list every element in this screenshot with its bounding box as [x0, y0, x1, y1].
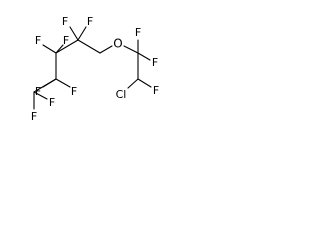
bond-c1-c2	[55, 39, 79, 54]
bond-c3-f-right	[55, 78, 71, 88]
atom-label-f: F	[49, 96, 55, 109]
bond-c1-ch2	[77, 39, 101, 54]
atom-label-chlorine: Cl	[116, 88, 127, 101]
atom-label-f: F	[135, 26, 141, 39]
atom-label-f: F	[152, 56, 158, 69]
bond-c4-f-right	[33, 91, 48, 100]
bond-c1-f-up-left	[69, 26, 79, 41]
atom-label-f: F	[31, 110, 37, 123]
atom-label-oxygen: O	[113, 37, 122, 51]
bond-c2-f-left	[42, 44, 57, 54]
atom-label-f: F	[87, 15, 93, 28]
atom-label-f: F	[62, 15, 68, 28]
bonds	[33, 26, 152, 110]
atom-labels: F F F F F F F F O F F Cl F	[31, 15, 159, 123]
bond-ca-f-right	[137, 52, 151, 61]
atom-label-f: F	[63, 34, 69, 47]
bond-o-ca	[123, 45, 139, 54]
bond-c1-f-up-right	[77, 26, 87, 41]
bond-cb-f-right	[137, 78, 152, 88]
bond-cb-cl	[127, 78, 139, 89]
bond-c2-f-right	[55, 44, 64, 54]
atom-label-f: F	[35, 85, 41, 98]
atom-label-f: F	[71, 85, 77, 98]
atom-label-f: F	[35, 34, 41, 47]
atom-label-f: F	[153, 84, 159, 97]
bond-ch2-o	[99, 45, 113, 54]
structure-diagram: F F F F F F F F O F F Cl F	[31, 15, 159, 123]
bond-c3-f-left	[42, 78, 57, 88]
